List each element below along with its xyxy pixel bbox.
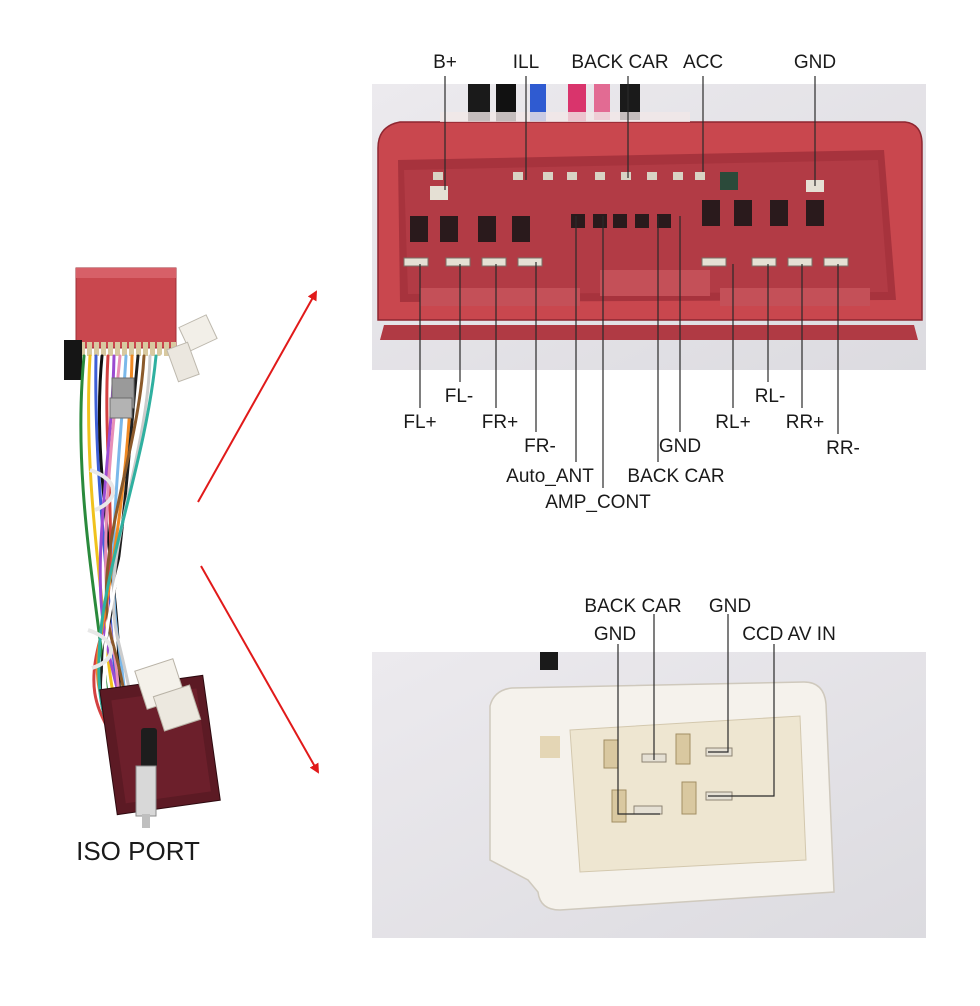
pin-cavity	[734, 200, 752, 226]
arrow-to-upper-connector	[197, 290, 317, 503]
connector-pin	[823, 257, 849, 267]
pin-label-back-car-top: BACK CAR	[571, 52, 668, 73]
pin-cavity	[478, 216, 496, 242]
harness-pin	[108, 342, 113, 356]
connector-pin	[787, 257, 813, 267]
connector-pin	[751, 257, 777, 267]
pin-label-fr-plus: FR+	[482, 412, 518, 433]
pin-label-back-car-lower: BACK CAR	[584, 596, 681, 617]
pin-cavity	[410, 216, 428, 242]
pin-label-rr-plus: RR+	[786, 412, 825, 433]
pin-label-b-plus: B+	[433, 52, 457, 73]
connector-pin	[701, 257, 727, 267]
pin-cavity	[681, 781, 697, 815]
cable-tie	[87, 628, 113, 670]
connector-pin	[567, 172, 577, 180]
cable-tie	[89, 468, 116, 512]
harness-pin	[143, 342, 148, 356]
connector-pin	[673, 172, 683, 180]
lower-connector-photo	[372, 652, 926, 938]
pin-label-back-car-bottom: BACK CAR	[627, 466, 724, 487]
connector-pin	[647, 172, 657, 180]
upper-connector-leaders	[419, 76, 839, 488]
harness-pin	[115, 342, 120, 356]
iso-port-caption: ISO PORT	[76, 836, 200, 866]
lower-connector-leaders	[617, 614, 775, 815]
pin-cavity	[675, 733, 691, 765]
pin-label-fl-minus: FL-	[445, 386, 474, 407]
harness-pin	[164, 342, 169, 356]
connector-pin	[621, 172, 631, 180]
pin-cavity	[635, 214, 649, 228]
connector-pin	[517, 257, 543, 267]
connector-pin	[543, 172, 553, 180]
pin-label-gnd-bottom: GND	[659, 436, 701, 457]
lower-connector-labels: BACK CAR GND GND CCD AV IN	[584, 596, 835, 645]
connector-pin	[633, 805, 663, 815]
connector-pin	[481, 257, 507, 267]
pin-label-gnd-lower-left: GND	[594, 624, 636, 645]
upper-top-labels: B+ ILL BACK CAR ACC GND	[433, 52, 836, 73]
wiring-harness-illustration: ISO PORT	[64, 267, 221, 866]
pin-cavity	[571, 214, 585, 228]
pin-label-acc: ACC	[683, 52, 723, 73]
pin-cavity	[806, 200, 824, 226]
pin-label-amp-cont: AMP_CONT	[545, 492, 651, 513]
pin-cavity	[593, 214, 607, 228]
pin-label-ccd-av-in: CCD AV IN	[742, 624, 836, 645]
pin-label-rl-plus: RL+	[715, 412, 750, 433]
pin-label-ill: ILL	[513, 52, 539, 73]
connector-pin	[695, 172, 705, 180]
harness-pin	[150, 342, 155, 356]
connector-pin	[403, 257, 429, 267]
harness-pin	[87, 342, 92, 356]
pin-cavity	[611, 789, 627, 823]
pin-label-gnd-lower-right: GND	[709, 596, 751, 617]
pin-cavity	[702, 200, 720, 226]
pin-cavity	[613, 214, 627, 228]
upper-connector-photo	[372, 84, 926, 370]
pin-label-fr-minus: FR-	[524, 436, 556, 457]
connector-pin	[513, 172, 523, 180]
pin-label-gnd-top: GND	[794, 52, 836, 73]
connector-pin	[445, 257, 471, 267]
pin-cavity	[440, 216, 458, 242]
harness-pin	[136, 342, 141, 356]
pin-label-rl-minus: RL-	[755, 386, 786, 407]
harness-pin	[122, 342, 127, 356]
pin-label-fl-plus: FL+	[403, 412, 436, 433]
pin-cavity	[720, 172, 738, 190]
connector-pin	[433, 172, 443, 180]
pin-cavity	[657, 214, 671, 228]
upper-bottom-labels: FL+ FL- FR+ FR- Auto_ANT AMP_CONT GND BA…	[403, 386, 860, 513]
pin-cavity	[512, 216, 530, 242]
pin-label-rr-minus: RR-	[826, 438, 860, 459]
arrow-to-lower-connector	[200, 565, 319, 774]
connector-pin	[595, 172, 605, 180]
pin-cavity	[770, 200, 788, 226]
harness-pin	[129, 342, 134, 356]
harness-pin	[80, 342, 85, 356]
pin-label-auto-ant: Auto_ANT	[506, 466, 594, 487]
connector-pin	[430, 186, 448, 200]
harness-pin	[157, 342, 162, 356]
harness-pin	[94, 342, 99, 356]
pin-cavity	[603, 739, 619, 769]
harness-pin	[101, 342, 106, 356]
